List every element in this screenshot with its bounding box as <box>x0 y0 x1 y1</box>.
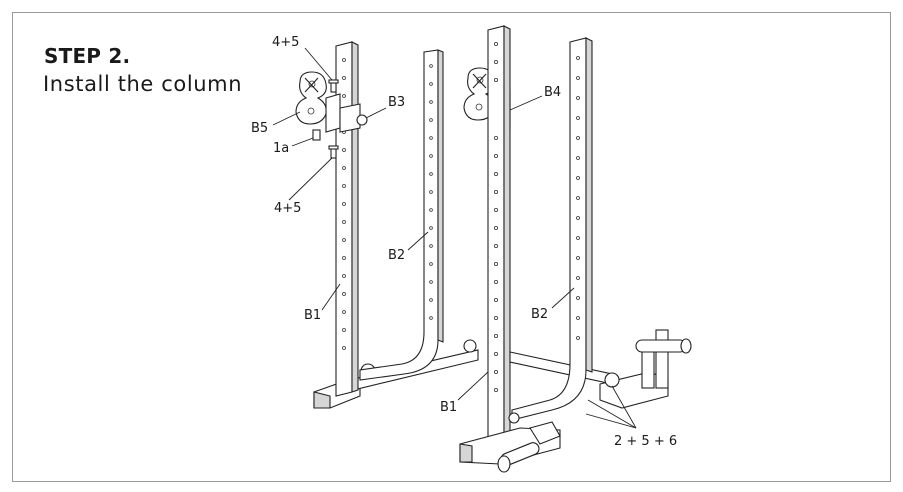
spacer-1a <box>312 129 321 141</box>
callout-b2-right: B2 <box>531 307 548 322</box>
step-title: STEP 2. <box>44 44 131 68</box>
column-b2-right-holes <box>576 56 580 340</box>
right-base-foot <box>599 329 692 409</box>
j-hook-b5 <box>295 71 341 133</box>
instruction-panel <box>12 12 891 482</box>
callout-b2-left: B2 <box>388 248 405 263</box>
callout-b1-left: B1 <box>304 308 321 323</box>
column-b2-left-holes <box>429 64 433 320</box>
front-weight-horn <box>497 412 561 473</box>
callout-b5: B5 <box>251 121 268 136</box>
callout-4-5-bottom: 4+5 <box>274 201 301 216</box>
bolt-washer-bottom <box>328 145 339 159</box>
right-middle-rail <box>509 351 613 385</box>
callout-4-5-top: 4+5 <box>272 35 299 50</box>
column-b1-front-holes <box>493 42 498 392</box>
callout-1a: 1a <box>273 141 289 156</box>
bolt-washer-top <box>328 79 339 93</box>
pin-b3 <box>339 103 368 133</box>
callout-2-5-6: 2 + 5 + 6 <box>614 434 677 449</box>
step-subtitle: Install the column <box>43 72 243 96</box>
callout-b1-front: B1 <box>440 400 457 415</box>
leader-lines <box>272 47 637 429</box>
callout-b4: B4 <box>544 85 561 100</box>
callout-b3: B3 <box>388 95 405 110</box>
column-b1-front <box>487 25 511 453</box>
